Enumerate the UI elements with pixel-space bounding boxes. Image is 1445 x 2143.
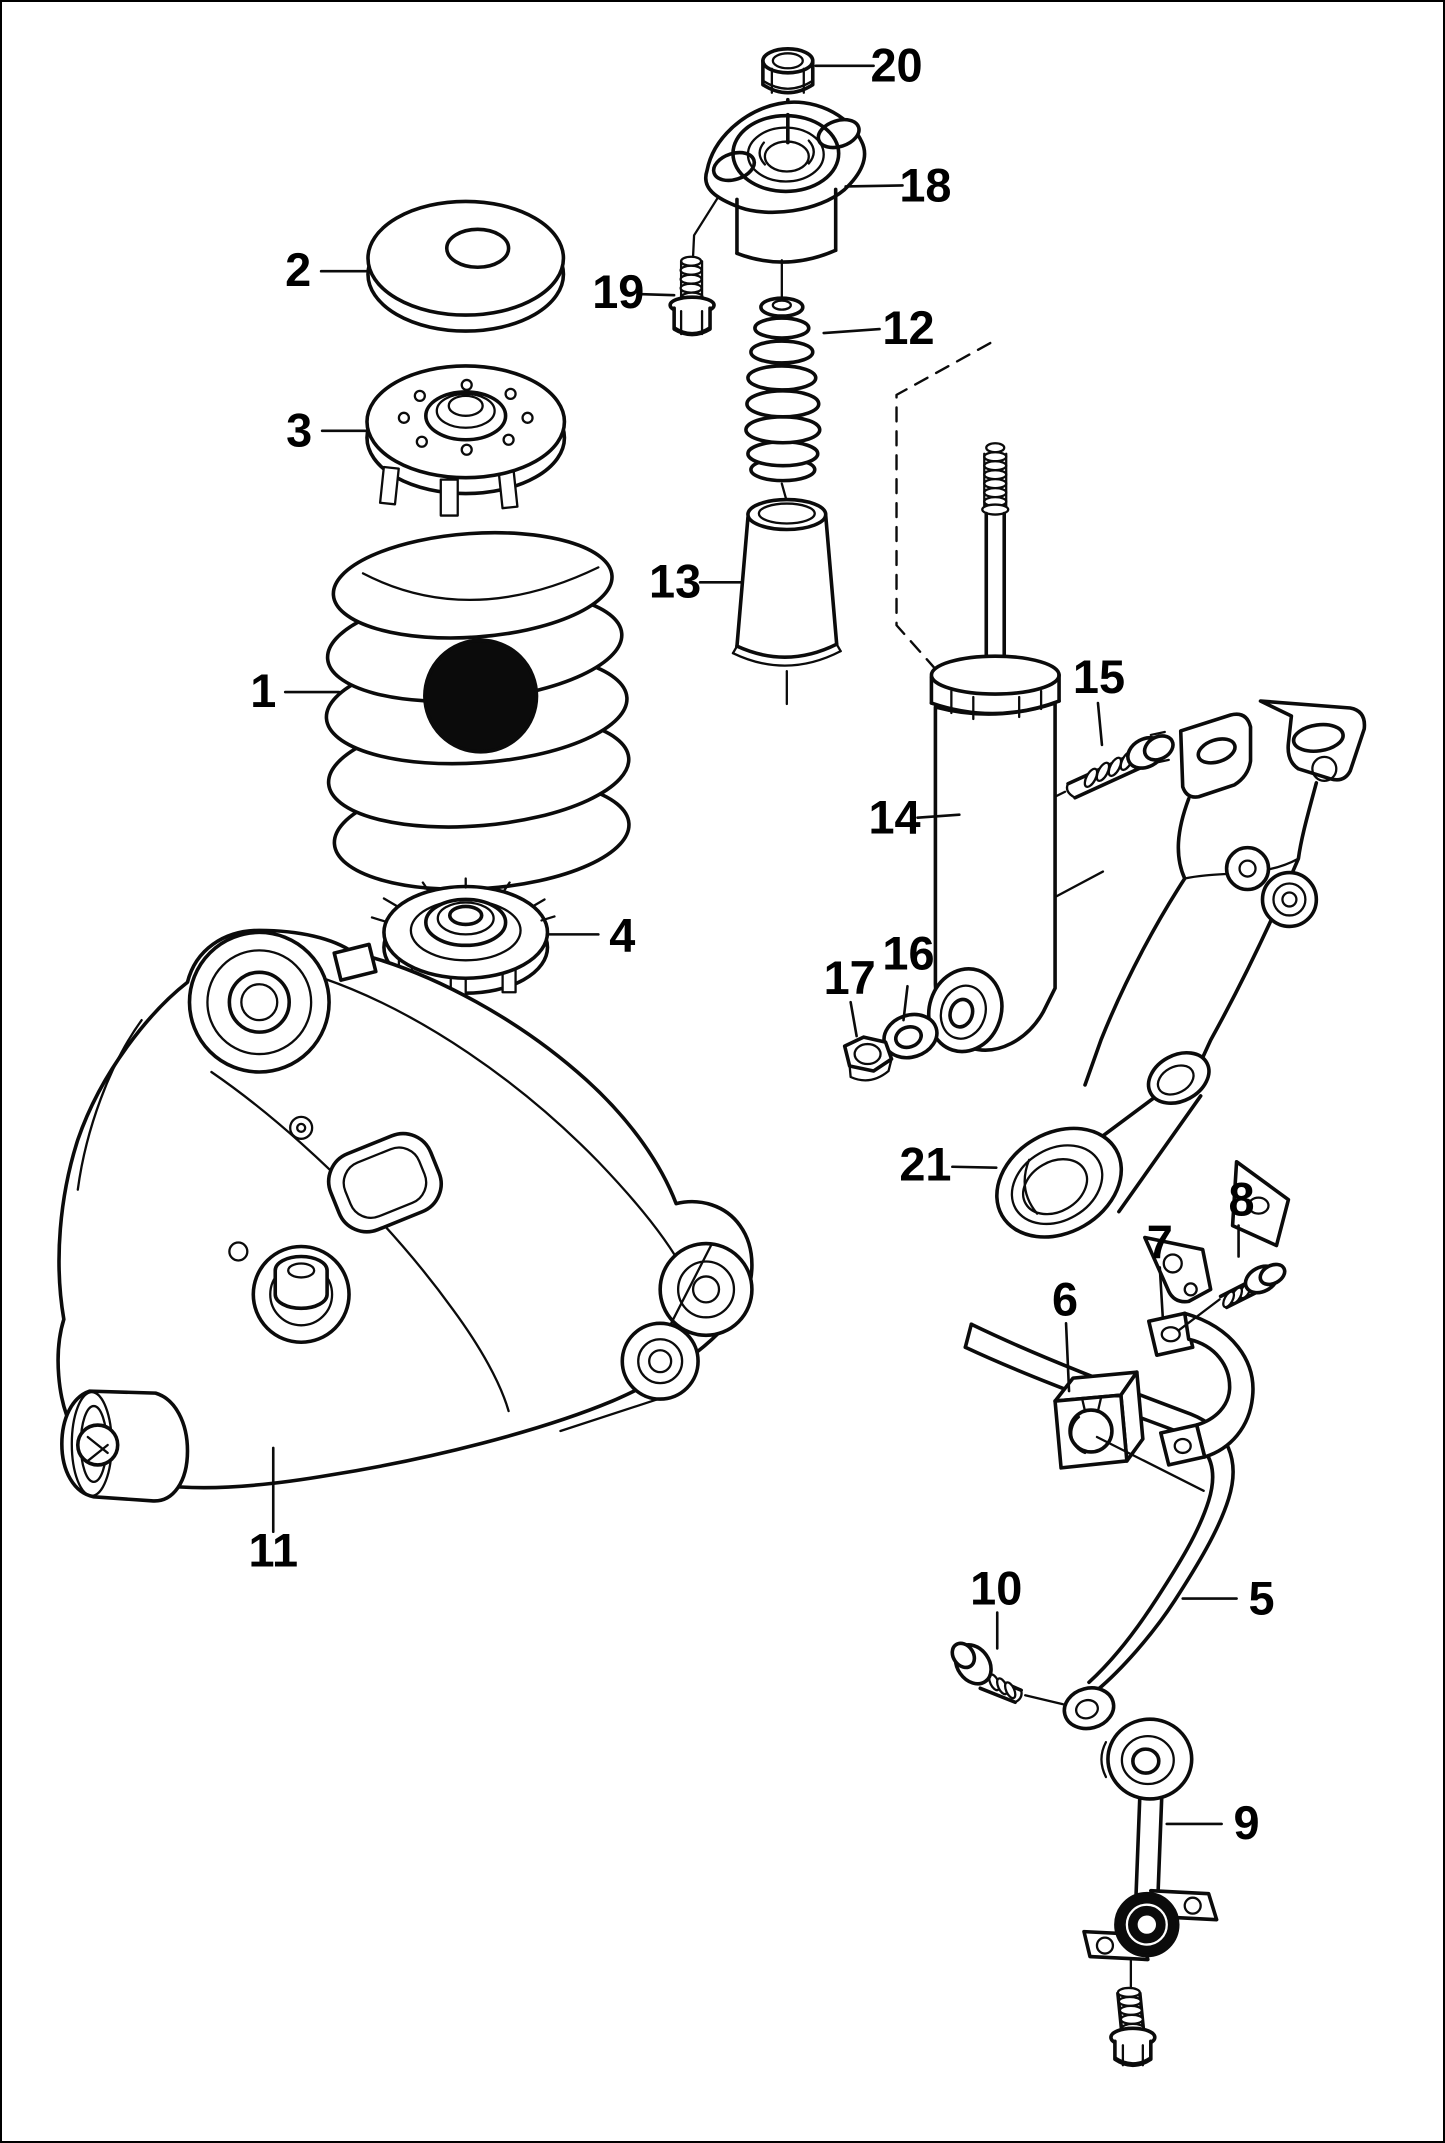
leader-line-washer	[902, 984, 909, 1022]
spring-washer-drawing	[366, 199, 566, 333]
stabilizer-bushing-drawing	[1053, 1370, 1145, 1470]
part-label-18-strut-top-mount: 18	[899, 159, 951, 211]
spring-color-marker	[423, 638, 539, 754]
leader-line-shock-absorber	[916, 813, 961, 820]
part-label-6-stabilizer-bushing: 6	[1052, 1273, 1078, 1325]
part-label-1-coil-spring: 1	[250, 665, 276, 717]
bolt-8-lower-drawing	[1109, 1986, 1157, 2068]
part-label-13-protective-boot: 13	[649, 555, 701, 607]
stabilizer-link-drawing	[1082, 1717, 1219, 1962]
leader-line-hex-flange-bolt	[1096, 701, 1104, 747]
part-label-15-hex-flange-bolt: 15	[1073, 651, 1125, 703]
part-label-10-hex-flange-bolt: 10	[970, 1563, 1022, 1615]
part-label-9-stabilizer-link: 9	[1234, 1797, 1260, 1849]
part-label-8-hex-flange-bolt: 8	[1229, 1174, 1255, 1226]
bolt-19-drawing	[668, 255, 716, 337]
part-label-21-wheel-knuckle: 21	[899, 1139, 951, 1191]
leader-line-stabilizer-bushing	[1064, 1322, 1071, 1393]
shock-absorber-drawing	[927, 442, 1061, 1054]
lower-control-arm-drawing	[56, 928, 754, 1503]
part-label-2-spring-washer: 2	[285, 244, 311, 296]
bolt-15-drawing	[1065, 730, 1175, 800]
leader-line-strut-top-mount	[844, 184, 904, 188]
stabilizer-clamp-drawing	[1147, 1311, 1255, 1467]
part-label-4-lower-spring-seat: 4	[609, 909, 635, 961]
protective-boot-drawing	[731, 497, 842, 667]
part-label-17-hex-flange-nut: 17	[824, 952, 876, 1004]
strut-top-mount-drawing	[703, 100, 867, 264]
leader-line-bump-stop	[822, 327, 881, 335]
part-label-16-washer: 16	[882, 927, 934, 979]
bolt-8-upper-drawing	[1218, 1262, 1287, 1310]
bolt-10-drawing	[950, 1641, 1023, 1705]
part-label-7-stabilizer-clamp: 7	[1147, 1216, 1173, 1268]
part-label-20-self-locking-nut: 20	[870, 40, 922, 92]
part-label-3-upper-spring-seat: 3	[286, 405, 312, 457]
part-label-19-hex-flange-bolt: 19	[592, 266, 644, 318]
part-label-12-bump-stop: 12	[882, 302, 934, 354]
wheel-knuckle-drawing	[995, 699, 1367, 1304]
self-locking-nut-drawing	[761, 47, 815, 144]
leader-line-wheel-knuckle	[951, 1165, 998, 1170]
nut-17-drawing	[842, 1035, 894, 1082]
upper-spring-seat-drawing	[365, 364, 567, 517]
assembly-lines-front	[1024, 1298, 1221, 1706]
leader-line-hex-flange-bolt	[640, 292, 676, 297]
part-label-5-stabilizer-bar: 5	[1248, 1572, 1274, 1624]
part-label-14-shock-absorber: 14	[868, 792, 920, 844]
leader-line-stabilizer-clamp	[1158, 1266, 1165, 1319]
leader-line-hex-flange-nut	[849, 1000, 858, 1038]
part-label-11-lower-control-arm: 11	[248, 1525, 298, 1577]
bump-stop-drawing	[744, 296, 822, 483]
